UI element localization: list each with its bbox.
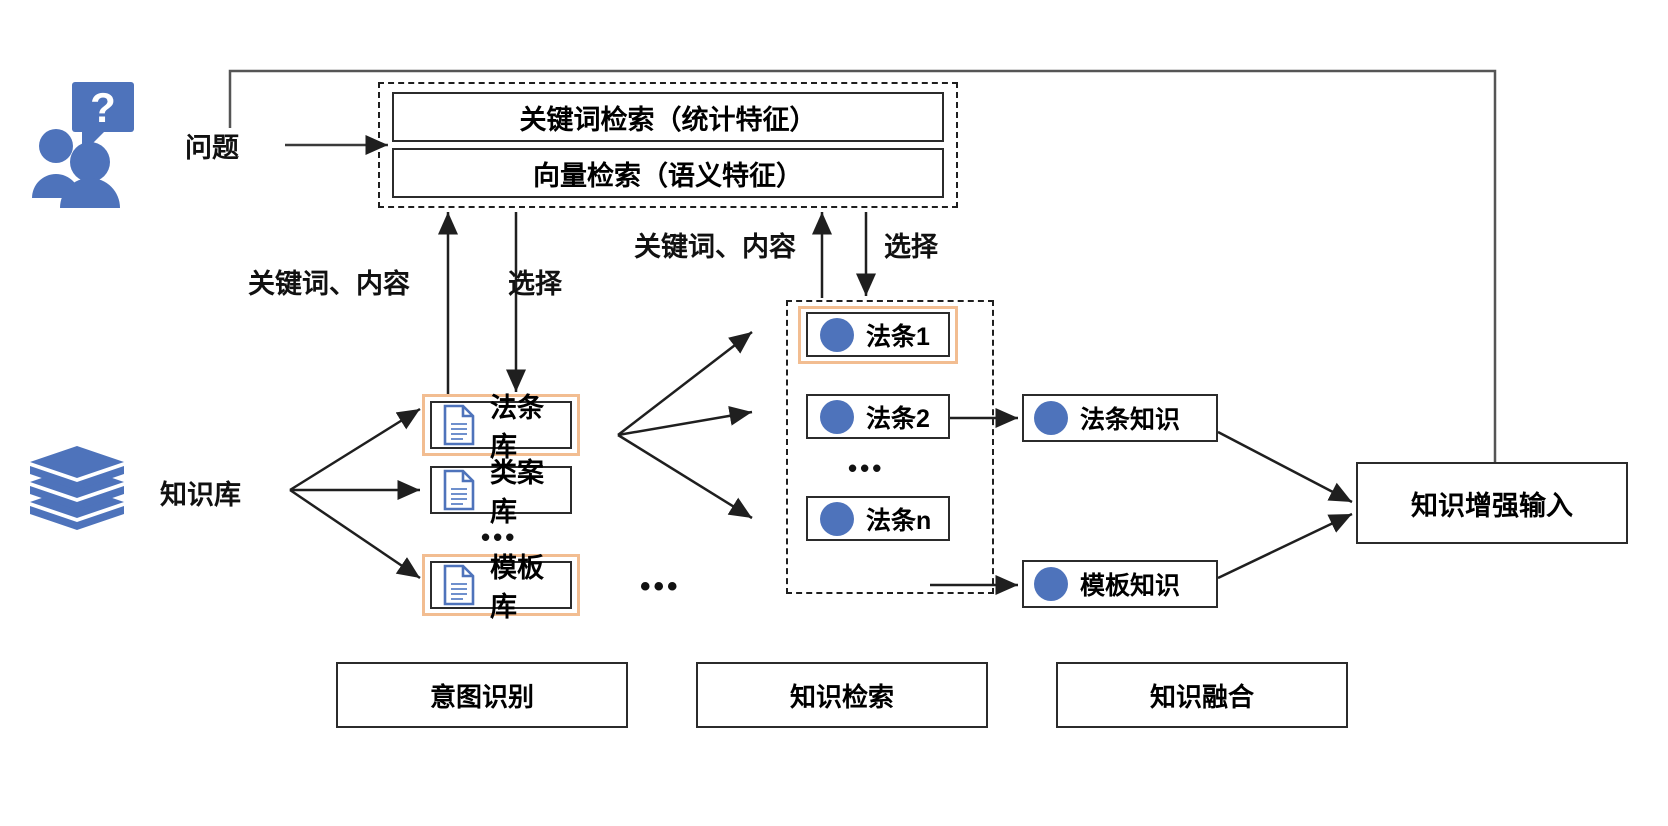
stage-knowledge-fusion[interactable]: 知识融合 (1056, 662, 1348, 728)
law-item-label: 法条2 (866, 404, 930, 433)
library-item-label: 模板库 (490, 553, 544, 622)
document-icon (443, 564, 475, 606)
library-highlight-0 (422, 394, 580, 456)
output-label: 知识增强输入 (1411, 490, 1573, 521)
knowledge-item-fatiao[interactable]: 法条知识 (1022, 394, 1218, 442)
retrieval-group (378, 82, 958, 208)
label-select-left: 选择 (508, 269, 562, 299)
label-select-right: 选择 (884, 232, 938, 262)
knowledge-bullet-icon (1034, 567, 1068, 601)
knowledge-item-label: 模板知识 (1080, 572, 1181, 600)
library-highlight-2 (422, 554, 580, 616)
law-item-n[interactable]: 法条n (806, 496, 950, 541)
stage-label: 知识融合 (1149, 681, 1254, 712)
law-item-2[interactable]: 法条2 (806, 394, 950, 439)
document-icon (443, 404, 475, 446)
people-question-icon: ? (30, 80, 140, 215)
retrieval-item-label: 向量检索（语义特征） (533, 160, 803, 191)
label-keyword-content-right: 关键词、内容 (634, 232, 796, 262)
library-item-label: 法条库 (490, 393, 544, 462)
knowledge-bullet-icon (1034, 401, 1068, 435)
label-keyword-content-left: 关键词、内容 (248, 269, 410, 299)
law-item-1[interactable]: 法条1 (806, 312, 950, 357)
laws-group (786, 300, 994, 594)
library-item-label: 类案库 (490, 458, 544, 527)
library-item-leiank[interactable]: 类案库 (430, 458, 572, 527)
svg-text:?: ? (90, 84, 116, 131)
label-knowledge-base: 知识库 (160, 480, 241, 510)
retrieval-item-keyword[interactable]: 关键词检索（统计特征） (392, 92, 944, 142)
stage-intent-recognition[interactable]: 意图识别 (336, 662, 628, 728)
library-ellipsis: ••• (481, 522, 518, 552)
document-icon (443, 469, 475, 511)
library-item-fatiaoku[interactable]: 法条库 (430, 393, 572, 462)
laws-ellipsis: ••• (848, 453, 885, 483)
stage-label: 意图识别 (429, 681, 534, 712)
knowledge-item-muban[interactable]: 模板知识 (1022, 560, 1218, 608)
retrieval-item-label: 关键词检索（统计特征） (519, 104, 817, 135)
library-item-mubanku[interactable]: 模板库 (430, 553, 572, 622)
law-item-label: 法条n (866, 506, 932, 535)
books-icon (22, 440, 132, 540)
law-bullet-icon (820, 399, 854, 434)
stage-knowledge-retrieval[interactable]: 知识检索 (696, 662, 988, 728)
law-item-label: 法条1 (866, 322, 930, 351)
knowledge-item-label: 法条知识 (1080, 406, 1181, 434)
law-bullet-icon (820, 317, 854, 352)
law-highlight-0 (798, 306, 958, 364)
law-bullet-icon (820, 501, 854, 536)
label-question: 问题 (185, 133, 239, 163)
output-node[interactable]: 知识增强输入 (1356, 462, 1628, 544)
library-ellipsis-right: ••• (640, 570, 681, 603)
retrieval-item-vector[interactable]: 向量检索（语义特征） (392, 148, 944, 198)
stage-label: 知识检索 (789, 681, 894, 712)
